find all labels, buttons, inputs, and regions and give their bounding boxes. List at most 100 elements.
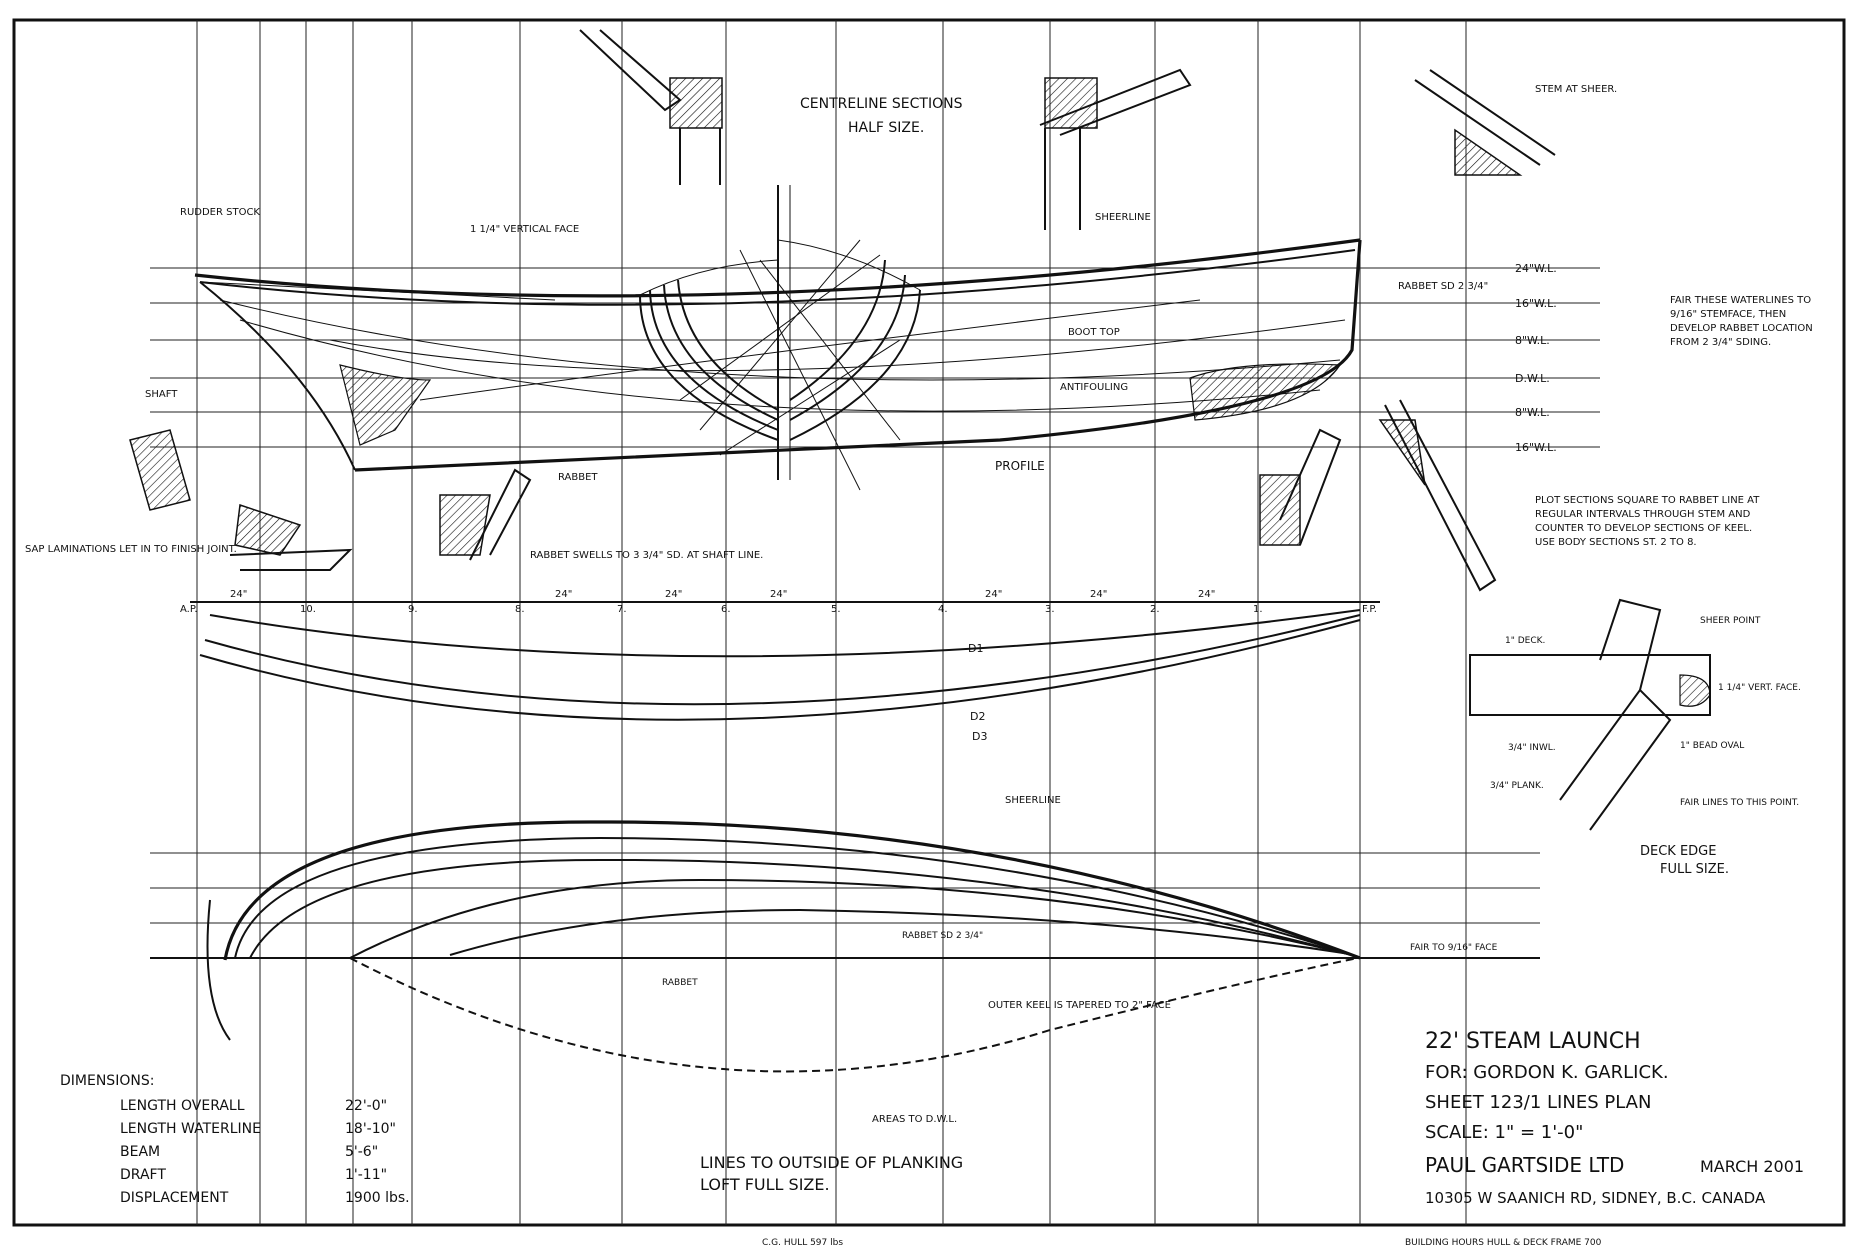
dimensions-block: DIMENSIONS: LENGTH OVERALL 22'-0" LENGTH… bbox=[60, 1073, 410, 1206]
designer-name: PAUL GARTSIDE LTD bbox=[1425, 1153, 1624, 1177]
label-deck: 1" DECK. bbox=[1505, 636, 1545, 646]
waterline-labels: 24"W.L. 16"W.L. 8"W.L. D.W.L. 8"W.L. 16"… bbox=[1515, 262, 1557, 454]
title-block: 22' STEAM LAUNCH FOR: GORDON K. GARLICK.… bbox=[1425, 1029, 1804, 1207]
annotations: CENTRELINE SECTIONS HALF SIZE. STEM AT S… bbox=[25, 84, 1816, 1248]
diagonal-label: D1 bbox=[968, 642, 983, 655]
note-centreline-sections: CENTRELINE SECTIONS bbox=[800, 96, 963, 112]
keel-sections bbox=[129, 399, 1497, 592]
skeg-hatch bbox=[339, 364, 432, 446]
note-stem-at-sheer: STEM AT SHEER. bbox=[1535, 84, 1617, 95]
label-shaft: SHAFT bbox=[145, 389, 178, 400]
client-name: FOR: GORDON K. GARLICK. bbox=[1425, 1062, 1669, 1083]
station-label: 9. bbox=[408, 604, 418, 615]
note-fair-lines-point: FAIR LINES TO THIS POINT. bbox=[1680, 798, 1799, 808]
sheet-number: SHEET 123/1 LINES PLAN bbox=[1425, 1092, 1651, 1113]
station-label: 8. bbox=[515, 604, 525, 615]
drawing-date: MARCH 2001 bbox=[1700, 1157, 1804, 1176]
label-inwale: 3/4" INWL. bbox=[1508, 743, 1556, 753]
dimension-value: 1900 lbs. bbox=[345, 1190, 410, 1206]
station-label: F.P. bbox=[1362, 604, 1377, 615]
dimension-label: DRAFT bbox=[120, 1167, 166, 1183]
station-label: 1. bbox=[1253, 604, 1263, 615]
label-vert-face: 1 1/4" VERT. FACE. bbox=[1718, 683, 1801, 693]
label-plank: 3/4" PLANK. bbox=[1490, 781, 1544, 791]
label-sheerline-profile: SHEERLINE bbox=[1095, 212, 1151, 223]
label-antifouling: ANTIFOULING bbox=[1060, 382, 1128, 393]
station-label: 5. bbox=[831, 604, 841, 615]
label-sheer-point: SHEER POINT bbox=[1700, 616, 1761, 626]
label-rabbet-sd: RABBET SD 2 3/4" bbox=[1398, 281, 1488, 292]
waterline-label: 8"W.L. bbox=[1515, 334, 1550, 347]
label-rabbet: RABBET bbox=[558, 472, 598, 483]
diagonal-label: D3 bbox=[972, 730, 987, 743]
note-building-hours: BUILDING HOURS HULL & DECK FRAME 700 bbox=[1405, 1238, 1602, 1248]
station-spacing-label: 24" bbox=[1198, 589, 1215, 600]
waterline-label: 24"W.L. bbox=[1515, 262, 1557, 275]
dimensions-heading: DIMENSIONS: bbox=[60, 1073, 154, 1089]
station-label: 7. bbox=[617, 604, 627, 615]
centreline-sections bbox=[579, 29, 1192, 230]
dimension-value: 5'-6" bbox=[345, 1144, 378, 1160]
diagonal-labels: D1 D2 D3 bbox=[968, 642, 987, 743]
note-rabbet-swells: RABBET SWELLS TO 3 3/4" SD. AT SHAFT LIN… bbox=[530, 550, 763, 561]
label-profile: PROFILE bbox=[995, 459, 1045, 473]
label-rabbet-sd-plan: RABBET SD 2 3/4" bbox=[902, 931, 983, 941]
dimension-value: 1'-11" bbox=[345, 1167, 387, 1183]
label-deck-full-size: FULL SIZE. bbox=[1660, 862, 1729, 877]
note-outer-keel: OUTER KEEL IS TAPERED TO 2" FACE bbox=[988, 1000, 1171, 1011]
dimension-label: LENGTH WATERLINE bbox=[120, 1121, 261, 1137]
deck-edge-detail bbox=[1469, 598, 1711, 831]
designer-address: 10305 W SAANICH RD, SIDNEY, B.C. CANADA bbox=[1425, 1189, 1766, 1207]
station-spacing-label: 24" bbox=[985, 589, 1002, 600]
note-plot-sections: PLOT SECTIONS SQUARE TO RABBET LINE AT R… bbox=[1535, 495, 1763, 548]
note-fair-waterlines: FAIR THESE WATERLINES TO 9/16" STEMFACE,… bbox=[1670, 295, 1816, 348]
station-spacing-label: 24" bbox=[555, 589, 572, 600]
note-lines-outside: LINES TO OUTSIDE OF PLANKING bbox=[700, 1153, 963, 1172]
station-spacing-labels: 24" 24" 24" 24" 24" 24" 24" bbox=[230, 589, 1215, 600]
label-fair-to-face: FAIR TO 9/16" FACE bbox=[1410, 943, 1498, 953]
diagonal-curves bbox=[199, 609, 1361, 721]
station-label: 6. bbox=[721, 604, 731, 615]
note-half-size: HALF SIZE. bbox=[848, 120, 924, 136]
stem-at-sheer-detail bbox=[1414, 69, 1556, 176]
station-labels: A.P. 10. 9. 8. 7. 6. 5. 4. 3. 2. 1. F.P. bbox=[180, 604, 1377, 615]
sheet-border bbox=[12, 18, 1846, 1227]
diagonal-label: D2 bbox=[970, 710, 985, 723]
label-sheerline-plan: SHEERLINE bbox=[1005, 795, 1061, 806]
station-grid bbox=[196, 20, 1467, 1225]
forefoot-hatch bbox=[1189, 363, 1342, 421]
half-breadth-plan bbox=[150, 820, 1540, 1073]
label-rudder-stock: RUDDER STOCK bbox=[180, 207, 260, 218]
station-label: 2. bbox=[1150, 604, 1160, 615]
dimension-label: BEAM bbox=[120, 1144, 160, 1160]
note-areas-to-dwl: AREAS TO D.W.L. bbox=[872, 1114, 957, 1125]
label-boot-top: BOOT TOP bbox=[1068, 327, 1120, 338]
dimension-value: 22'-0" bbox=[345, 1098, 387, 1114]
note-laminations: SAP LAMINATIONS LET IN TO FINISH JOINT. bbox=[25, 544, 237, 555]
station-spacing-label: 24" bbox=[770, 589, 787, 600]
station-spacing-label: 24" bbox=[230, 589, 247, 600]
waterline-label: D.W.L. bbox=[1515, 372, 1550, 385]
station-spacing-label: 24" bbox=[1090, 589, 1107, 600]
drawing-title: 22' STEAM LAUNCH bbox=[1425, 1029, 1641, 1054]
station-spacing-label: 24" bbox=[665, 589, 682, 600]
label-deck-edge: DECK EDGE bbox=[1640, 844, 1716, 859]
waterline-label: 16"W.L. bbox=[1515, 297, 1557, 310]
waterline-label: 16"W.L. bbox=[1515, 441, 1557, 454]
profile-hull bbox=[194, 238, 1362, 472]
label-bead-oval: 1" BEAD OVAL bbox=[1680, 741, 1744, 751]
station-label: 10. bbox=[300, 604, 316, 615]
note-cg-hull: C.G. HULL 597 lbs bbox=[762, 1238, 843, 1248]
note-loft-full-size: LOFT FULL SIZE. bbox=[700, 1175, 830, 1194]
label-rabbet-plan: RABBET bbox=[662, 978, 698, 988]
station-label: 3. bbox=[1045, 604, 1055, 615]
dimension-label: LENGTH OVERALL bbox=[120, 1098, 245, 1114]
body-plan bbox=[639, 185, 921, 491]
label-vertical-face: 1 1/4" VERTICAL FACE bbox=[470, 224, 579, 235]
station-label: A.P. bbox=[180, 604, 198, 615]
dimension-label: DISPLACEMENT bbox=[120, 1190, 229, 1206]
drawing-scale: SCALE: 1" = 1'-0" bbox=[1425, 1122, 1583, 1143]
waterline-label: 8"W.L. bbox=[1515, 406, 1550, 419]
dimension-value: 18'-10" bbox=[345, 1121, 396, 1137]
